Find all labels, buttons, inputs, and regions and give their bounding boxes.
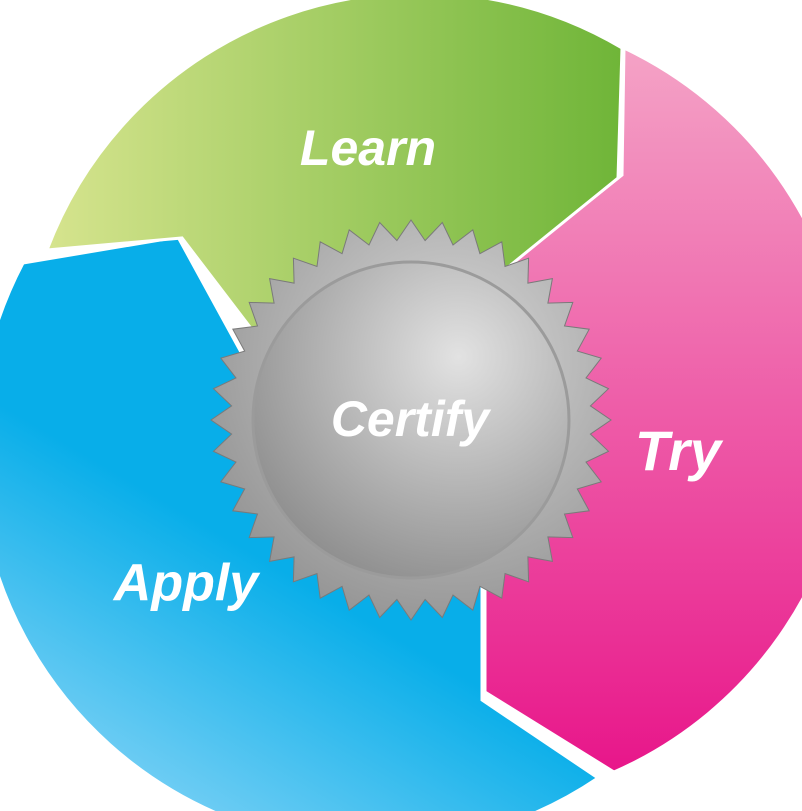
- seal-inner-disc: [251, 260, 571, 580]
- try-label: Try: [635, 419, 724, 482]
- learn-label: Learn: [300, 120, 436, 176]
- learn-segment: [44, 0, 624, 384]
- certify-label: Certify: [331, 391, 492, 447]
- try-segment: [483, 45, 802, 774]
- certify-seal: [210, 219, 612, 621]
- apply-label: Apply: [112, 554, 262, 612]
